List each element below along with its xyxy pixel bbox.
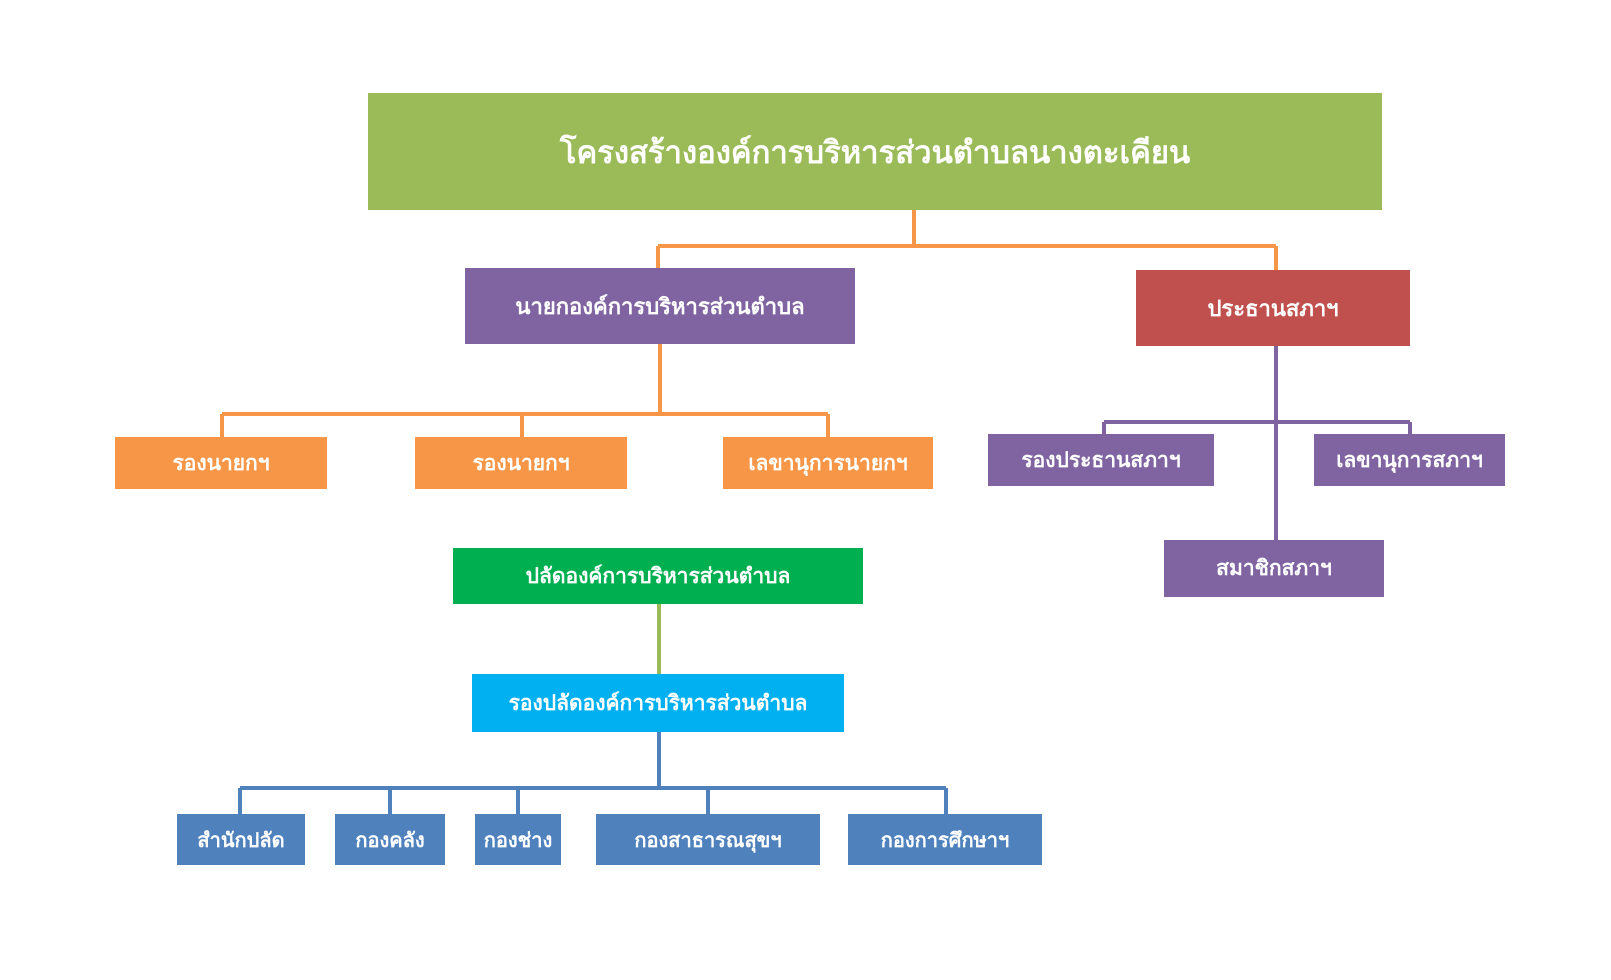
node-division-finance: กองคลัง [335,814,445,865]
node-deputy-chief-administrator: รองปลัดองค์การบริหารส่วนตำบล [472,674,844,732]
node-division-education: กองการศึกษาฯ [848,814,1042,865]
node-council-president: ประธานสภาฯ [1136,270,1410,346]
node-council-members: สมาชิกสภาฯ [1164,540,1384,597]
node-mayor: นายกองค์การบริหารส่วนตำบล [465,268,855,344]
node-division-public-health: กองสาธารณสุขฯ [596,814,820,865]
node-chief-administrator: ปลัดองค์การบริหารส่วนตำบล [453,548,863,604]
node-deputy-mayor-2: รองนายกฯ [415,437,627,489]
node-council-vice-president: รองประธานสภาฯ [988,434,1214,486]
node-division-engineering: กองช่าง [475,814,561,865]
node-mayor-secretary: เลขานุการนายกฯ [723,437,933,489]
node-deputy-mayor-1: รองนายกฯ [115,437,327,489]
org-chart-title: โครงสร้างองค์การบริหารส่วนตำบลนางตะเคียน [368,93,1382,210]
node-division-office-of-clerk: สำนักปลัด [177,814,305,865]
node-council-secretary: เลขานุการสภาฯ [1314,434,1505,486]
